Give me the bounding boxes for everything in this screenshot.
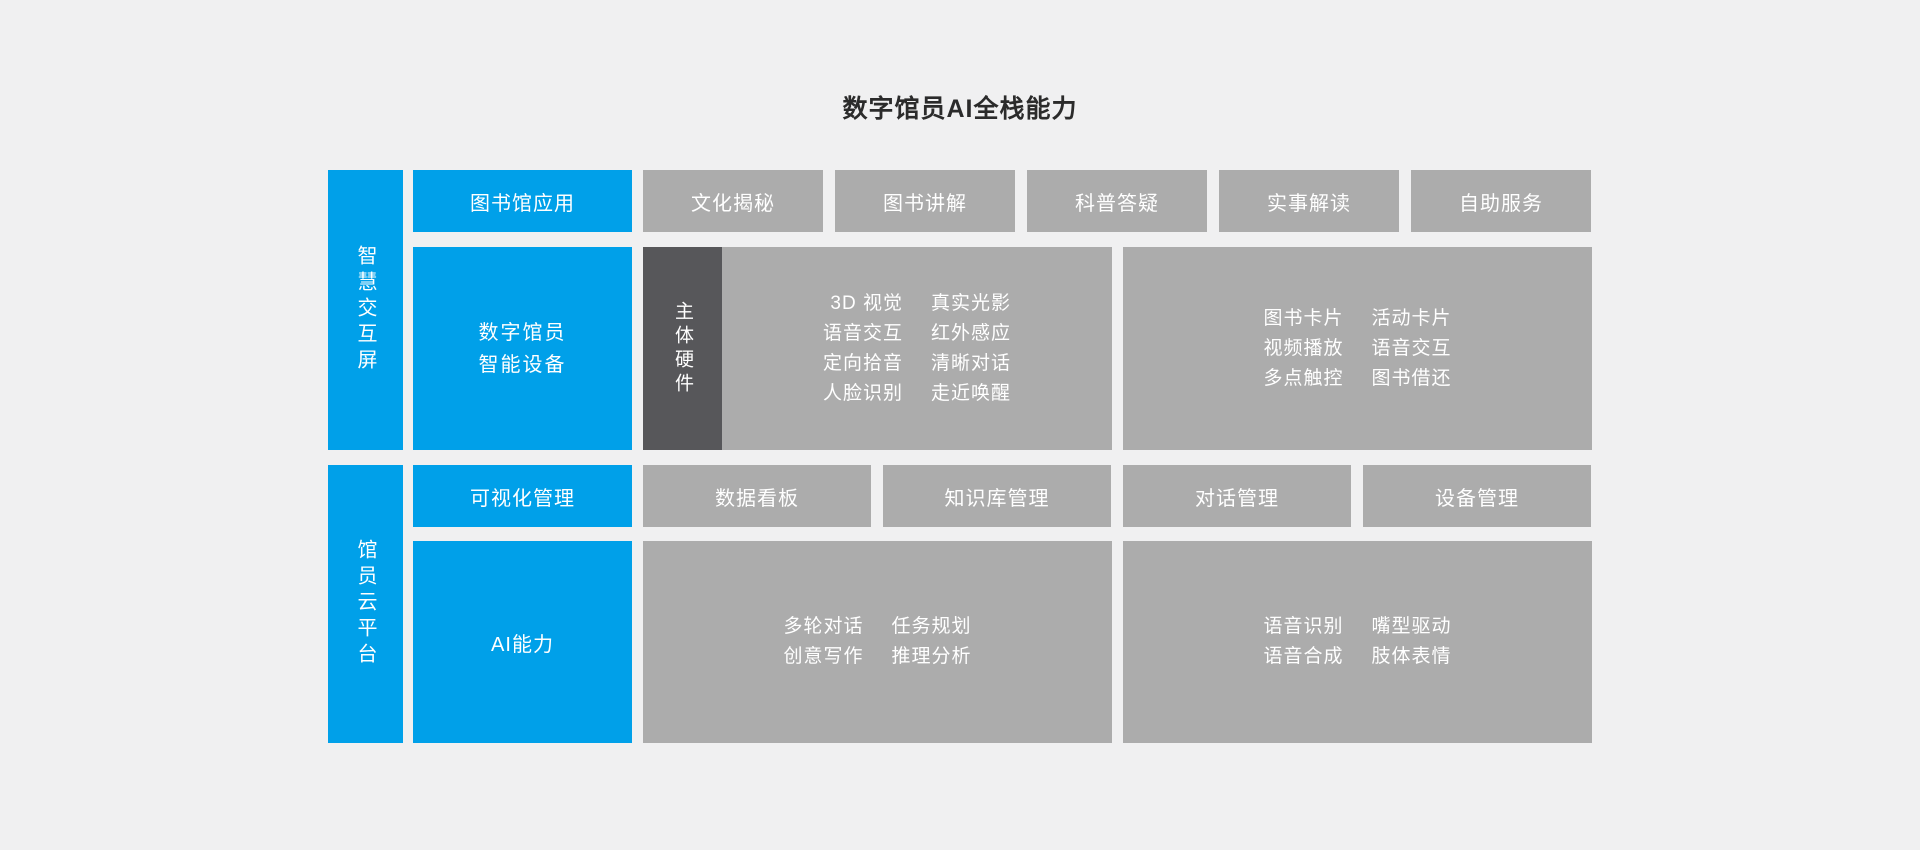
cloud-platform-sidebar: 馆员云平台	[328, 465, 403, 743]
diagram-title: 数字馆员AI全栈能力	[842, 95, 1078, 123]
feature-row: 多轮对话 任务规划	[768, 612, 988, 642]
mgmt-item-knowledge-base: 知识库管理	[883, 465, 1111, 527]
app-item-news-reading: 实事解读	[1219, 170, 1399, 232]
feature-text: 图书卡片	[1263, 307, 1344, 329]
feature-text: 走近唤醒	[931, 382, 1012, 404]
feature-text: 语音交互	[1371, 337, 1452, 359]
screen-features-box: 图书卡片 活动卡片 视频播放 语音交互 多点触控 图书借还	[1123, 247, 1592, 450]
app-item-culture-reveal: 文化揭秘	[643, 170, 823, 232]
smart-screen-sidebar: 智慧交互屏	[328, 170, 403, 450]
app-item-science-qa: 科普答疑	[1027, 170, 1207, 232]
device-header-box: 数字馆员 智能设备	[413, 247, 632, 450]
feature-row: 3D 视觉 真实光影	[807, 289, 1027, 319]
feature-row: 多点触控 图书借还	[1248, 364, 1468, 394]
cloud-platform-sidebar-label: 馆员云平台	[354, 539, 376, 669]
feature-text: 真实光影	[931, 292, 1012, 314]
device-header-line2: 智能设备	[478, 353, 567, 376]
feature-text: 图书借还	[1371, 367, 1452, 389]
feature-row: 人脸识别 走近唤醒	[807, 379, 1027, 409]
feature-row: 定向拾音 清晰对话	[807, 349, 1027, 379]
feature-text: 语音交互	[822, 322, 903, 344]
feature-text: 多点触控	[1263, 367, 1344, 389]
app-item-self-service: 自助服务	[1411, 170, 1591, 232]
feature-text: 活动卡片	[1371, 307, 1452, 329]
management-header-box: 可视化管理	[413, 465, 632, 527]
feature-row: 语音交互 红外感应	[807, 319, 1027, 349]
hardware-label-box: 主体硬件	[643, 247, 722, 450]
feature-row: 图书卡片 活动卡片	[1248, 304, 1468, 334]
app-item-book-explain: 图书讲解	[835, 170, 1015, 232]
feature-row: 创意写作 推理分析	[768, 642, 988, 672]
voice-features-box: 语音识别 嘴型驱动 语音合成 肢体表情	[1123, 541, 1592, 743]
feature-row: 语音识别 嘴型驱动	[1248, 612, 1468, 642]
dialog-features-box: 多轮对话 任务规划 创意写作 推理分析	[643, 541, 1112, 743]
library-app-header-box: 图书馆应用	[413, 170, 632, 232]
feature-row: 视频播放 语音交互	[1248, 334, 1468, 364]
feature-text: 语音合成	[1263, 646, 1344, 667]
feature-text: 清晰对话	[931, 352, 1012, 374]
feature-text: 任务规划	[891, 616, 972, 637]
mgmt-item-dialog: 对话管理	[1123, 465, 1351, 527]
feature-text: 3D 视觉	[830, 292, 903, 314]
feature-text: 红外感应	[931, 322, 1012, 344]
feature-text: 语音识别	[1263, 616, 1344, 637]
feature-text: 嘴型驱动	[1371, 616, 1452, 637]
feature-row: 语音合成 肢体表情	[1248, 642, 1468, 672]
feature-text: 多轮对话	[783, 616, 864, 637]
ai-header-box: AI能力	[413, 541, 632, 743]
feature-text: 创意写作	[783, 646, 864, 667]
feature-text: 定向拾音	[822, 352, 903, 374]
hardware-features-box: 3D 视觉 真实光影 语音交互 红外感应 定向拾音 清晰对话 人脸识别 走近唤醒	[722, 247, 1112, 450]
hardware-label-text: 主体硬件	[672, 300, 693, 397]
feature-text: 视频播放	[1263, 337, 1344, 359]
mgmt-item-device: 设备管理	[1363, 465, 1591, 527]
feature-text: 推理分析	[891, 646, 972, 667]
mgmt-item-dashboard: 数据看板	[643, 465, 871, 527]
feature-text: 肢体表情	[1371, 646, 1452, 667]
device-header-line1: 数字馆员	[478, 321, 567, 344]
smart-screen-sidebar-label: 智慧交互屏	[354, 245, 376, 375]
feature-text: 人脸识别	[822, 382, 903, 404]
